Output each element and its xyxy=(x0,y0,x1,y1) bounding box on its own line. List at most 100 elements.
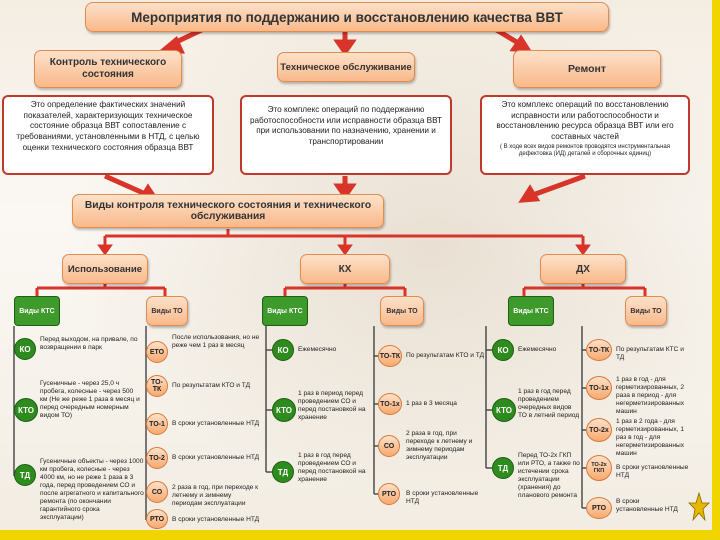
ktc-label: Контроль технического состояния xyxy=(49,57,167,80)
code: РТО xyxy=(381,490,397,498)
code: ТД xyxy=(277,467,289,477)
code: СО xyxy=(151,488,163,496)
code: КТО xyxy=(496,405,512,415)
code: РТО xyxy=(591,504,607,512)
c1-to-so-text: 2 раза в год, при переходе к летнему и з… xyxy=(172,484,262,508)
vidy-ktc-header-3: Виды КТС xyxy=(508,296,554,326)
mode-dh: ДХ xyxy=(540,254,626,284)
text: 1 раз в год перед проведением СО и перед… xyxy=(298,452,366,484)
text: 2 раза в год, при переходе к летнему и з… xyxy=(406,430,473,462)
code: ТО-2х ГКП xyxy=(591,462,607,474)
vidy-to-header-3: Виды ТО xyxy=(625,296,667,326)
text: 1 раз в период перед проведением СО и пе… xyxy=(298,390,366,422)
c1-to-rto-text: В сроки установленные НТД xyxy=(172,516,262,524)
remont-label: Ремонт xyxy=(568,63,606,75)
c2-ktc-kto: КТО xyxy=(272,398,296,422)
c1-to-eto: ЕТО xyxy=(146,341,168,363)
text: 1 раз в 3 месяца xyxy=(406,400,457,407)
c1-ktc-ko: КО xyxy=(14,338,36,360)
code: ТД xyxy=(19,470,31,480)
c1-ktc-kto-text: Гусеничные - через 25,0 ч пробега, колес… xyxy=(40,380,142,420)
c2-to-to1x: ТО-1х xyxy=(378,393,402,415)
code: РТО xyxy=(149,515,165,523)
c3-to-to2x-gkp: ТО-2х ГКП xyxy=(586,455,612,481)
code: ТО-ТК xyxy=(151,379,163,393)
accent-stripe-bottom xyxy=(0,530,720,540)
c1-to-so: СО xyxy=(146,481,168,503)
text: Перед выходом, на привале, по возвращени… xyxy=(40,336,138,352)
c3-to-to1x: ТО-1х xyxy=(586,376,612,400)
code: СО xyxy=(383,442,395,450)
text: После использования, но не реже чем 1 ра… xyxy=(172,334,260,350)
c3-to-to2x: ТО-2х xyxy=(586,418,612,442)
text: Гусеничные - через 25,0 ч пробега, колес… xyxy=(40,380,140,420)
c3-to-totk: ТО-ТК xyxy=(586,339,612,361)
text: В сроки установленные НТД xyxy=(172,516,260,523)
c1-to-totk-text: По результатам КТО и ТД xyxy=(172,382,262,390)
c3-ktc-ko-text: Ежемесячно xyxy=(518,346,578,354)
c1-ktc-td: ТД xyxy=(14,464,36,486)
c2-ktc-td-text: 1 раз в год перед проведением СО и перед… xyxy=(298,452,368,484)
c1-to-eto-text: После использования, но не реже чем 1 ра… xyxy=(172,334,262,350)
ktc-description: Это определение фактических значений пок… xyxy=(2,95,214,175)
to-label: Техническое обслуживание xyxy=(280,61,412,73)
vidy-to-header-1: Виды ТО xyxy=(146,296,188,326)
c2-ktc-kto-text: 1 раз в период перед проведением СО и пе… xyxy=(298,390,368,422)
remont-box: Ремонт xyxy=(513,50,661,88)
c2-ktc-td: ТД xyxy=(272,461,294,483)
vidy-ktc-label: Виды КТС xyxy=(19,307,55,315)
code: ТО-1 xyxy=(149,420,165,428)
c1-to-to2: ТО-2 xyxy=(146,447,168,469)
c1-ktc-td-text: Гусеничные объекты - через 1000 км пробе… xyxy=(40,458,144,522)
code: ТО-1х xyxy=(380,400,400,408)
vidy-ktc-header-1: Виды КТС xyxy=(14,296,60,326)
c2-ktc-ko-text: Ежемесячно xyxy=(298,346,368,354)
c3-ktc-kto-text: 1 раз в год перед проведением очередных … xyxy=(518,388,580,420)
c3-to-to2x-gkp-text: В сроки установленные НТД xyxy=(616,464,694,480)
code: КО xyxy=(277,345,289,355)
code: ТД xyxy=(497,463,509,473)
text: В сроки установленные НТД xyxy=(616,464,689,480)
text: Гусеничные объекты - через 1000 км пробе… xyxy=(40,458,144,522)
code: ТО-2х xyxy=(589,426,609,434)
c2-to-rto-text: В сроки установленные НТД xyxy=(406,490,486,506)
to-description-text: Это комплекс операций по поддержанию раб… xyxy=(249,105,443,146)
mode-ispolzovanie-label: Использование xyxy=(67,263,143,275)
to-description: Это комплекс операций по поддержанию раб… xyxy=(240,95,452,175)
c2-to-totk-text: По результатам КТО и ТД xyxy=(406,352,486,360)
c1-to-to1: ТО-1 xyxy=(146,413,168,435)
vidy-ktc-label: Виды КТС xyxy=(513,307,549,315)
page-title: Мероприятия по поддержанию и восстановле… xyxy=(85,2,609,32)
text: По результатам КТО и ТД xyxy=(406,352,485,359)
text: В сроки установленные НТД xyxy=(172,454,260,461)
code: ТО-ТК xyxy=(379,352,401,360)
code: КО xyxy=(19,344,31,354)
vidy-label: Виды контроля технического состояния и т… xyxy=(84,200,372,222)
ktc-box: Контроль технического состояния xyxy=(34,50,182,88)
c3-ktc-kto: КТО xyxy=(492,398,516,422)
mode-kh: КХ xyxy=(300,254,390,284)
c3-to-totk-text: По результатам КТС и ТД xyxy=(616,346,692,362)
code: ТО-1х xyxy=(589,384,609,392)
c2-to-rto: РТО xyxy=(378,483,400,505)
vidy-to-label: Виды ТО xyxy=(630,307,662,315)
text: В сроки установленные НТД xyxy=(406,490,479,506)
c3-to-rto-text: В сроки установленные НТД xyxy=(616,498,680,514)
vidy-ktc-label: Виды КТС xyxy=(267,307,303,315)
c3-to-to1x-text: 1 раз в год - для герметизированных, 2 р… xyxy=(616,376,694,416)
c3-ktc-td: ТД xyxy=(492,457,514,479)
accent-stripe-right xyxy=(712,0,720,540)
to-box: Техническое обслуживание xyxy=(277,52,415,82)
code: ЕТО xyxy=(149,348,165,356)
c2-to-to1x-text: 1 раз в 3 месяца xyxy=(406,400,486,408)
c1-to-to1-text: В сроки установленные НТД xyxy=(172,420,262,428)
page-title-text: Мероприятия по поддержанию и восстановле… xyxy=(131,9,563,25)
mode-dh-label: ДХ xyxy=(576,263,590,275)
c1-ktc-kto: КТО xyxy=(14,398,38,422)
text: 1 раз в год - для герметизированных, 2 р… xyxy=(616,376,685,416)
text: По результатам КТО и ТД xyxy=(172,382,251,389)
c2-ktc-ko: КО xyxy=(272,339,294,361)
c2-to-totk: ТО-ТК xyxy=(378,345,402,367)
code: КО xyxy=(497,345,509,355)
